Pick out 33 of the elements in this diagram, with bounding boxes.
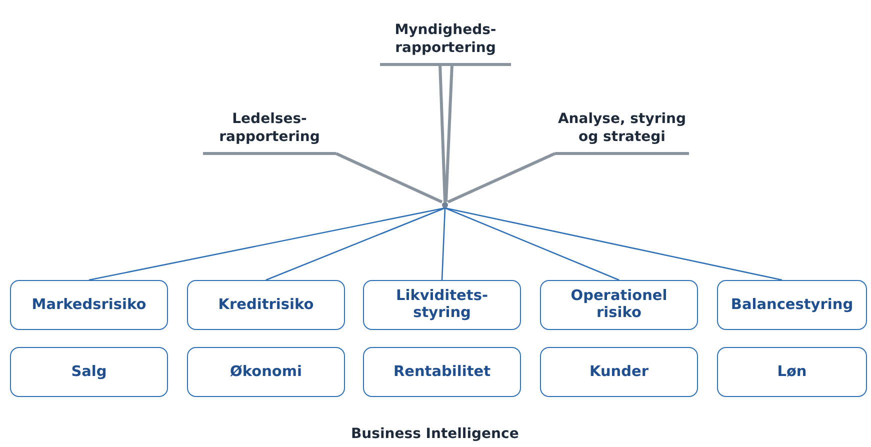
node-label: Kunder (590, 364, 648, 380)
connector-line (335, 152, 443, 204)
node-label: Økonomi (230, 364, 302, 380)
node-label: Balancestyring (730, 296, 854, 314)
topic-box (10, 347, 168, 397)
connector-line (438, 63, 454, 204)
diagram-caption: Business Intelligence (351, 426, 519, 442)
node-label: Markedsrisiko (32, 296, 146, 314)
topic-box (717, 280, 867, 330)
connector-line (441, 208, 446, 280)
connector-line (266, 207, 446, 281)
node-label: Salg (71, 364, 107, 380)
topic-box (187, 347, 345, 397)
topic-box (540, 347, 698, 397)
topic-box (10, 280, 168, 330)
junction-dot (442, 202, 448, 208)
connector-line (444, 207, 620, 281)
topic-box (187, 280, 345, 330)
topic-box (363, 347, 521, 397)
node-label: Kreditrisiko (218, 296, 314, 314)
node-label: Operationel risiko (570, 288, 668, 322)
topic-box (363, 280, 521, 330)
node-label: Likviditets- styring (395, 288, 489, 322)
connector-line (447, 152, 556, 204)
node-label: Løn (777, 364, 807, 380)
topic-box (717, 347, 867, 397)
connector-line (88, 207, 446, 281)
node-label: Rentabilitet (393, 364, 491, 380)
node-label: Analyse, styring og strategi (556, 110, 688, 146)
connector-line (444, 207, 782, 281)
node-label: Myndigheds- rapportering (394, 21, 498, 57)
topic-box (540, 280, 698, 330)
node-label: Ledelses- rapportering (218, 110, 321, 146)
